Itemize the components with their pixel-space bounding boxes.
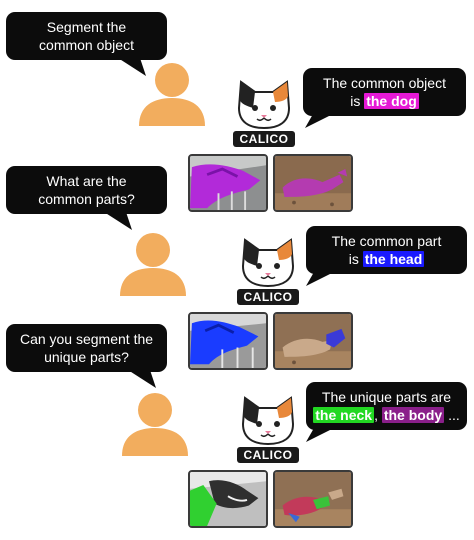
calico-speech-bubble-2: The common part is the head: [306, 226, 467, 286]
user-message-line: Can you segment the: [19, 331, 154, 347]
user-avatar: [118, 232, 188, 298]
calico-mascot: CALICO: [233, 78, 295, 150]
dog-mask-image-2a: [188, 312, 268, 370]
person-icon: [139, 63, 205, 126]
calico-message-line: The unique parts are: [321, 389, 452, 405]
message-prefix: is: [350, 93, 365, 109]
bubble-tail: [305, 114, 333, 128]
user-avatar: [120, 392, 190, 458]
calico-mascot: CALICO: [237, 394, 299, 466]
highlight-the-head: the head: [362, 251, 425, 267]
calico-label: CALICO: [237, 289, 299, 305]
dog-mask-image-3a: [188, 470, 268, 528]
user-message-line: What are the: [46, 173, 127, 189]
calico-cat-icon: [241, 396, 295, 446]
message-separator: ,: [374, 407, 382, 423]
calico-message-line: is the head: [349, 250, 425, 268]
dog-mask-image-1a: [188, 154, 268, 212]
message-suffix: ...: [444, 407, 460, 423]
message-prefix: is: [348, 251, 363, 267]
calico-mascot: CALICO: [237, 236, 299, 308]
user-speech-bubble-3: Can you segment the unique parts?: [6, 324, 167, 388]
calico-label: CALICO: [237, 447, 299, 463]
bubble-tail: [306, 428, 334, 442]
user-message-line: unique parts?: [44, 349, 129, 365]
bubble-tail: [128, 370, 156, 388]
person-icon: [122, 393, 188, 456]
user-message-line: Segment the: [46, 19, 127, 35]
calico-cat-icon: [237, 80, 291, 130]
calico-cat-icon: [241, 238, 295, 288]
calico-speech-bubble-3: The unique parts are the neck, the body …: [306, 382, 467, 442]
dog-mask-image-1b: [273, 154, 353, 212]
bubble-tail: [104, 212, 132, 230]
bubble-tail: [306, 272, 334, 286]
dog-mask-image-3b: [273, 470, 353, 528]
highlight-the-neck: the neck: [313, 407, 375, 423]
person-icon: [120, 233, 186, 296]
user-speech-bubble-1: Segment the common object: [6, 12, 167, 76]
calico-speech-bubble-1: The common object is the dog: [303, 68, 466, 128]
user-message-line: common object: [39, 37, 134, 53]
calico-message-line: is the dog: [350, 92, 419, 110]
user-avatar: [137, 62, 207, 128]
bubble-tail: [118, 58, 146, 76]
user-message-line: common parts?: [38, 191, 135, 207]
calico-message-line: the neck, the body ...: [313, 406, 460, 424]
calico-label: CALICO: [233, 131, 295, 147]
calico-message-line: The common object: [323, 75, 446, 91]
calico-message-line: The common part: [331, 233, 442, 249]
highlight-the-body: the body: [381, 407, 445, 423]
highlight-the-dog: the dog: [364, 93, 419, 109]
user-speech-bubble-2: What are the common parts?: [6, 166, 167, 230]
dog-mask-image-2b: [273, 312, 353, 370]
